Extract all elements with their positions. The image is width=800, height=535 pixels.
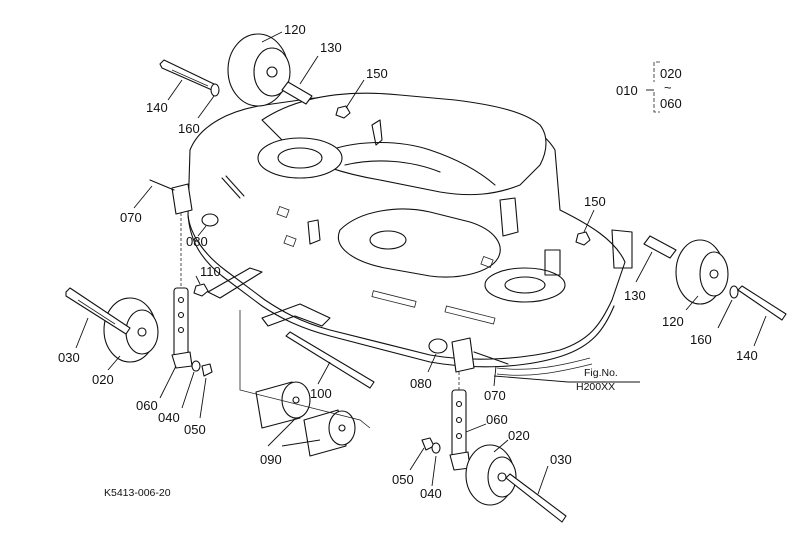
label-120-right: 120 (662, 314, 684, 329)
nut-150-top (335, 105, 351, 119)
label-130-top: 130 (320, 40, 342, 55)
label-150-right: 150 (584, 194, 606, 209)
bushing-080-mid (428, 338, 448, 354)
washer-160-right (729, 285, 739, 299)
washer-160-top (210, 83, 220, 97)
label-range-tilde: ~ (664, 80, 672, 95)
wheel-120-top (227, 33, 291, 107)
fig-no-label: Fig.No. (584, 367, 618, 379)
bracket-070-left (149, 179, 193, 215)
wheel-020-bottom (465, 444, 517, 506)
label-050-bottom: 050 (392, 472, 414, 487)
label-060-left: 060 (136, 398, 158, 413)
bracket-070-mid (451, 337, 509, 373)
arm-060-bottom (449, 389, 471, 471)
rod-100 (285, 331, 375, 389)
nut-050-left (201, 363, 213, 377)
washer-040-left (191, 360, 201, 372)
label-150-top: 150 (366, 66, 388, 81)
label-050-left: 050 (184, 422, 206, 437)
callout-labels: 120 130 150 140 160 070 080 110 030 020 … (58, 22, 758, 501)
bolt-140-top (159, 59, 215, 91)
collar-130-top (281, 81, 313, 105)
label-070-left: 070 (120, 210, 142, 225)
label-110: 110 (200, 264, 221, 279)
label-030-left: 030 (58, 350, 80, 365)
label-070-mid: 070 (484, 388, 506, 403)
label-040-bottom: 040 (420, 486, 442, 501)
leader-lines (75, 31, 767, 495)
nut-110 (193, 283, 209, 297)
label-040-left: 040 (158, 410, 180, 425)
wheel-120-right (675, 239, 729, 305)
label-120-top: 120 (284, 22, 306, 37)
label-030-bottom: 030 (550, 452, 572, 467)
label-090: 090 (260, 452, 282, 467)
washer-040-bottom (431, 442, 441, 454)
label-range-top: 020 (660, 66, 682, 81)
arm-060-left (171, 287, 193, 369)
label-130-right: 130 (624, 288, 646, 303)
label-160-top: 160 (178, 121, 200, 136)
bolt-030-bottom (505, 473, 567, 523)
label-020-bottom: 020 (508, 428, 530, 443)
label-060-bottom: 060 (486, 412, 508, 427)
drawing-code: K5413-006-20 (104, 487, 171, 499)
fig-no-code: H200XX (576, 381, 615, 393)
leader-bracket (239, 310, 371, 429)
label-080-mid: 080 (410, 376, 432, 391)
label-100: 100 (310, 386, 332, 401)
label-080-left: 080 (186, 234, 208, 249)
roller-090-lower (303, 409, 356, 457)
bolt-030-left (65, 287, 131, 335)
bushing-080-left (201, 213, 219, 227)
mower-deck (187, 92, 633, 376)
label-160-right: 160 (690, 332, 712, 347)
label-020-left: 020 (92, 372, 114, 387)
nut-150-right (575, 231, 591, 246)
label-range-from: 010 (616, 83, 638, 98)
range-bracket (646, 61, 660, 113)
wheel-020-left (103, 297, 159, 363)
label-140-right: 140 (736, 348, 758, 363)
label-range-bottom: 060 (660, 96, 682, 111)
label-140-top: 140 (146, 100, 168, 115)
roller-090-upper (255, 381, 311, 429)
collar-130-right (643, 235, 677, 259)
bolt-140-right (737, 285, 787, 321)
